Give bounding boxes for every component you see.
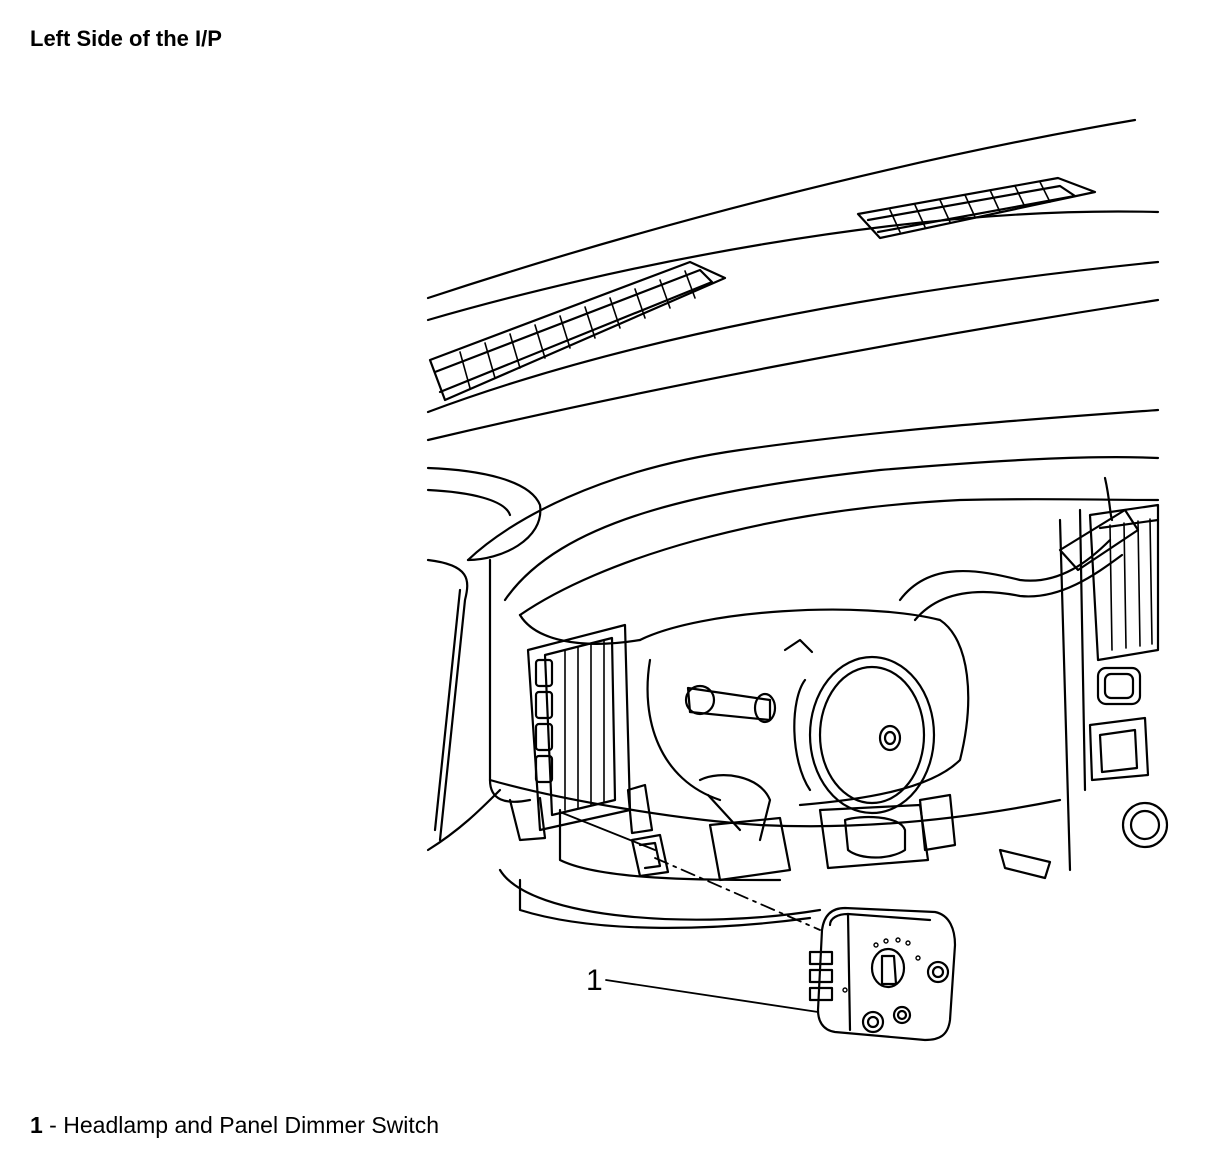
- defroster-vent-right: [856, 176, 1097, 240]
- dash-top: [426, 118, 1160, 442]
- legend-label-1: Headlamp and Panel Dimmer Switch: [63, 1112, 440, 1138]
- defroster-vent-left: [428, 260, 727, 402]
- legend-number-1: 1: [30, 1112, 43, 1138]
- left-panel: [426, 558, 822, 929]
- cluster-hood: [426, 408, 1160, 645]
- under-dash-bracket: [488, 778, 1062, 882]
- install-leader-line-2: [559, 811, 656, 851]
- install-leader-line: [654, 857, 821, 931]
- legend: 1 - Headlamp and Panel Dimmer Switch: [30, 1112, 439, 1139]
- headlamp-dimmer-switch: [808, 906, 957, 1042]
- center-stack: [998, 503, 1169, 880]
- diagram-title: Left Side of the I/P: [30, 26, 222, 51]
- callout-1-leader: [605, 979, 819, 1013]
- air-vent-left: [526, 623, 632, 832]
- steering-column: [638, 608, 970, 842]
- callout-1-number: 1: [586, 964, 603, 997]
- legend-separator: -: [42, 1112, 64, 1138]
